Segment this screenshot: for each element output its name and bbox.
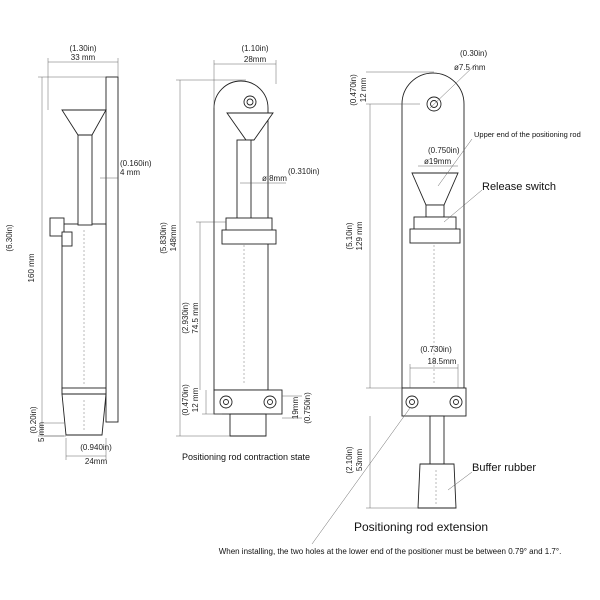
ext-rod-stub [425,204,445,218]
front-lower-in: (0.470in) [181,384,190,416]
front-hole-mm: 19mm [291,397,300,420]
extended-view: (0.470in) 12 mm (0.30in) ø7.5 mm (5.10in… [311,49,581,545]
side-thick-in: (0.160in) [120,159,152,168]
front-travel-mm: 74.5 mm [191,302,200,333]
side-mount-plate [105,76,119,423]
ext-base-mm: 18.5mm [428,357,457,366]
side-buffer [61,393,107,436]
front-top-cone [226,112,274,141]
front-width-in: (1.10in) [241,44,268,53]
side-foot-mm: 5 mm [37,422,46,442]
ext-top-mm: 12 mm [359,77,368,102]
side-height-mm: 160 mm [27,253,36,282]
side-thick-mm: 4 mm [120,168,140,177]
ext-hole-in: (0.30in) [460,49,487,58]
ext-hole-mm: ø7.5 mm [454,63,486,72]
ext-switch-mm: ø19mm [424,157,451,166]
ext-buffer [417,463,457,509]
side-width-in: (1.30in) [69,44,96,53]
side-rod [77,134,93,226]
side-switch [49,217,65,237]
side-top-cone [61,109,107,136]
side-switch-tab [61,231,73,247]
front-hole-in: (0.750in) [303,392,312,424]
ext-height-in: (5.10in) [345,222,354,249]
ext-top-in: (0.470in) [349,74,358,106]
ext-switch-base [409,228,461,244]
ext-label-extension: Positioning rod extension [354,520,488,534]
front-travel-in: (2.930in) [181,302,190,334]
front-rod [236,139,252,221]
front-caption: Positioning rod contraction state [182,452,310,462]
ext-rod [429,415,445,465]
side-width-mm: 33 mm [71,53,96,62]
side-base-mm: 24mm [85,457,108,466]
front-height-mm: 148mm [169,224,178,251]
front-view: (1.10in) 28mm (5.830in) 148mm (2.930in) … [159,44,320,462]
ext-ext-mm: 53mm [355,449,364,472]
front-switch-base [221,229,277,245]
ext-ext-in: (2.10in) [345,446,354,473]
side-height-in: (6.30in) [5,224,14,251]
ext-label-rubber: Buffer rubber [472,462,536,474]
front-rod-in: (0.310in) [288,167,320,176]
side-foot-in: (0.20in) [29,406,38,433]
side-foot-block [61,387,107,395]
ext-switch-in: (0.750in) [428,146,460,155]
front-rod-mm: ø 8mm [262,174,287,183]
front-width-mm: 28mm [244,55,267,64]
side-base-in: (0.940in) [80,443,112,452]
side-view: (1.30in) 33 mm (6.30in) 160 mm (0.160in)… [5,44,152,466]
ext-height-mm: 129 mm [355,221,364,250]
ext-label-upper: Upper end of the positioning rod [474,130,581,139]
front-buffer [229,413,267,437]
ext-base-in: (0.730in) [420,345,452,354]
front-lower-mm: 12 mm [191,387,200,412]
front-height-in: (5.830in) [159,222,168,254]
install-note: When installing, the two holes at the lo… [219,547,562,556]
ext-label-switch: Release switch [482,181,556,193]
